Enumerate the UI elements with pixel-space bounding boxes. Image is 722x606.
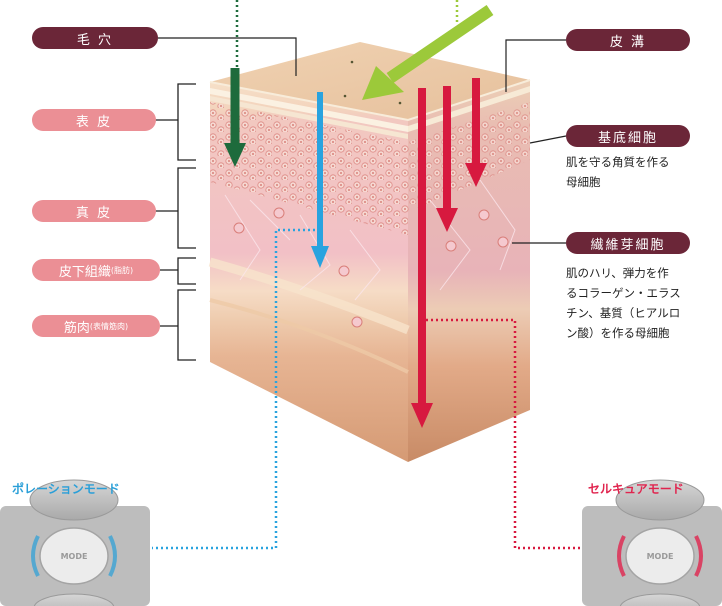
poration-mode-device: MODE xyxy=(0,479,150,606)
label-epidermis: 表 皮 xyxy=(32,109,156,131)
corneum-stripe xyxy=(210,88,408,132)
basal-cell-description: 肌を守る角質を作る 母細胞 xyxy=(566,152,670,192)
label-subcutaneous: 皮下組織(脂肪) xyxy=(32,259,160,281)
fibroblast-desc-line: 肌のハリ、弾力を作 xyxy=(566,266,669,280)
selcure-mode-device: MODE xyxy=(582,479,722,606)
epidermis-cell-layer xyxy=(210,102,408,235)
selcure-dotted-line xyxy=(426,318,582,550)
poration-dotted-line xyxy=(152,228,320,550)
arrow-blue xyxy=(311,92,329,268)
label-muscle-sub: (表情筋肉) xyxy=(89,321,129,331)
label-muscle-main: 筋肉 xyxy=(63,320,90,336)
leader-lines xyxy=(158,37,567,244)
label-basal-cell: 基底細胞 xyxy=(566,125,690,147)
mode-button-text: MODE xyxy=(647,552,674,561)
label-dermis: 真 皮 xyxy=(32,200,156,222)
label-muscle: 筋肉(表情筋肉) xyxy=(32,315,160,337)
label-groove: 皮 溝 xyxy=(566,29,690,51)
label-subcutaneous-sub: (脂肪) xyxy=(110,265,134,275)
arrow-green-dark xyxy=(224,68,246,167)
left-layer-brackets xyxy=(155,83,196,361)
selcure-mode-label: セルキュアモード xyxy=(588,482,684,496)
fibroblast-cells xyxy=(233,207,509,328)
epidermis-cell-layer-side xyxy=(408,102,530,212)
corneum-stripe-side xyxy=(408,86,530,132)
fibroblast-desc-line: ン酸）を作る母細胞 xyxy=(566,326,670,340)
label-subcutaneous-main: 皮下組織 xyxy=(58,264,111,280)
dermis-fibres xyxy=(224,179,516,301)
corneum-stripe xyxy=(210,96,408,139)
fibroblast-desc-line: るコラーゲン・エラス xyxy=(566,286,681,300)
basal-cell-desc-line: 肌を守る角質を作る xyxy=(566,155,670,169)
arrows-red xyxy=(411,78,487,428)
arrow-lime xyxy=(362,5,494,100)
basal-cell-desc-line: 母細胞 xyxy=(566,175,601,189)
label-pore: 毛 穴 xyxy=(32,27,158,49)
label-fibroblast: 繊維芽細胞 xyxy=(566,232,690,254)
mode-button-text: MODE xyxy=(61,552,88,561)
fibroblast-description: 肌のハリ、弾力を作 るコラーゲン・エラス チン、基質（ヒアルロ ン酸）を作る母細… xyxy=(566,263,681,343)
fibroblast-desc-line: チン、基質（ヒアルロ xyxy=(566,306,681,320)
poration-mode-label: ポレーションモード xyxy=(12,482,120,496)
